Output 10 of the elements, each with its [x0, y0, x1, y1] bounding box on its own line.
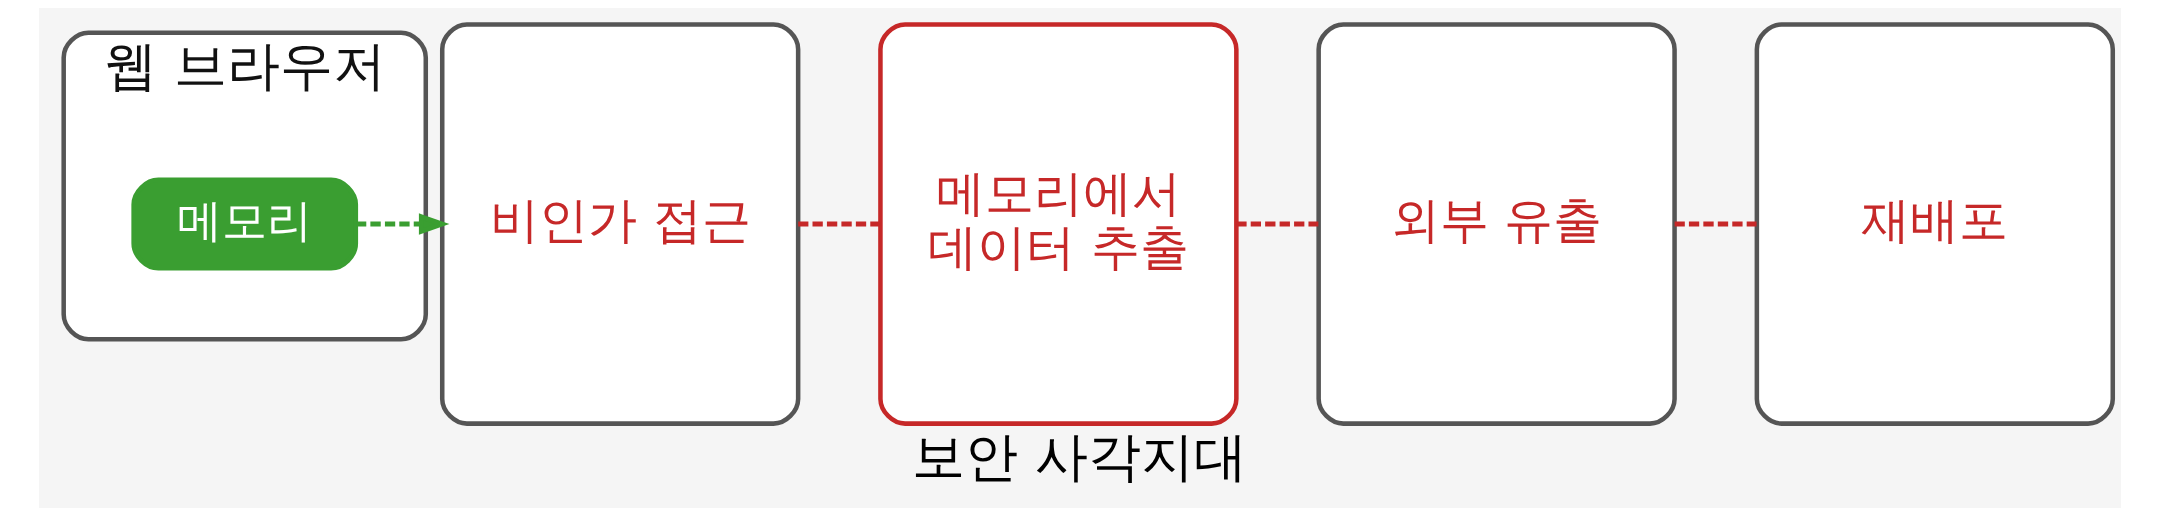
caption: 보안 사각지대 [912, 424, 1248, 488]
node-box: 외부 유출 [1316, 22, 1677, 426]
connector [1674, 221, 1757, 227]
connector [1236, 221, 1319, 227]
node-box: 비인가 접근 [439, 22, 801, 426]
connector [798, 221, 881, 227]
node-box: 재배포 [1754, 22, 2116, 426]
node-box: 메모리에서 데이터 추출 [878, 22, 1239, 426]
node-box: 메모리 [131, 177, 359, 271]
arrow [356, 213, 450, 235]
